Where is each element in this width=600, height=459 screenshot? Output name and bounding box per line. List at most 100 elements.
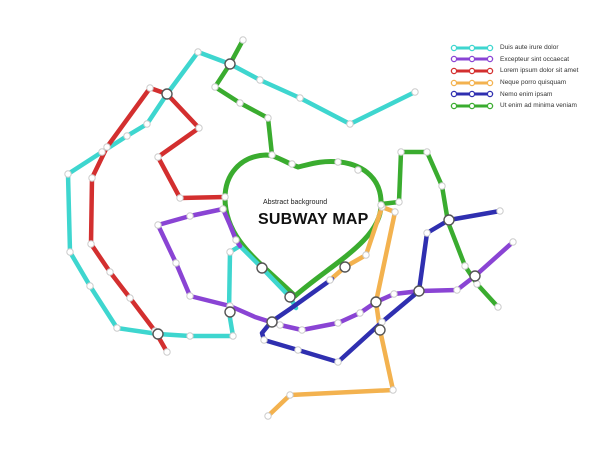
- interchange-station: [161, 88, 173, 100]
- station: [377, 201, 385, 209]
- metro-line-cyan: [65, 49, 418, 339]
- interchange-station: [469, 270, 481, 282]
- station: [334, 158, 342, 166]
- station: [397, 148, 405, 156]
- interchange-station: [284, 291, 296, 303]
- legend-swatch: [450, 67, 494, 75]
- station: [113, 324, 121, 332]
- station: [298, 326, 306, 334]
- station: [438, 182, 446, 190]
- station: [378, 318, 386, 326]
- station: [423, 148, 431, 156]
- station: [356, 309, 364, 317]
- legend-label: Neque porro quisquam: [500, 79, 567, 87]
- interchange-station: [443, 214, 455, 226]
- interchange-station: [266, 316, 278, 328]
- legend-label: Duis aute irure dolor: [500, 44, 559, 52]
- station: [391, 208, 399, 216]
- station: [86, 282, 94, 290]
- station: [126, 294, 134, 302]
- station: [186, 212, 194, 220]
- station: [194, 48, 202, 56]
- station: [362, 251, 370, 259]
- station: [326, 276, 334, 284]
- station: [146, 84, 154, 92]
- station: [264, 114, 272, 122]
- legend-item: Nemo enim ipsam: [450, 88, 578, 100]
- station: [163, 348, 171, 356]
- interchange-station: [339, 261, 351, 273]
- station: [221, 193, 229, 201]
- station: [390, 290, 398, 298]
- station: [154, 153, 162, 161]
- station: [411, 88, 419, 96]
- station: [103, 143, 111, 151]
- station: [239, 36, 247, 44]
- station: [264, 412, 272, 420]
- legend-label: Lorem ipsum dolor sit amet: [500, 67, 579, 75]
- legend-item: Duis aute irure dolor: [450, 42, 578, 54]
- station: [123, 132, 131, 140]
- station: [66, 248, 74, 256]
- legend-swatch: [450, 102, 494, 110]
- station: [98, 148, 106, 156]
- station: [106, 268, 114, 276]
- station: [186, 292, 194, 300]
- station: [176, 194, 184, 202]
- legend-label: Ut enim ad minima veniam: [500, 102, 577, 110]
- station: [395, 198, 403, 206]
- station: [172, 259, 180, 267]
- map-title: SUBWAY MAP: [258, 211, 369, 228]
- station: [509, 238, 517, 246]
- interchange-station: [374, 324, 386, 336]
- station: [256, 76, 264, 84]
- legend-swatch: [450, 90, 494, 98]
- legend-item: Neque porro quisquam: [450, 77, 578, 89]
- metro-line-red: [88, 85, 228, 355]
- station: [334, 319, 342, 327]
- station: [219, 205, 227, 213]
- legend-item: Ut enim ad minima veniam: [450, 100, 578, 112]
- station: [232, 236, 240, 244]
- legend-item: Lorem ipsum dolor sit amet: [450, 65, 578, 77]
- station: [236, 99, 244, 107]
- station: [154, 221, 162, 229]
- station: [473, 280, 481, 288]
- interchange-station: [224, 58, 236, 70]
- metro-stations: [64, 36, 517, 420]
- station: [226, 248, 234, 256]
- interchange-station: [413, 285, 425, 297]
- station: [453, 286, 461, 294]
- legend-swatch: [450, 79, 494, 86]
- station: [494, 303, 502, 311]
- station: [354, 166, 362, 174]
- map-subtitle: Abstract background: [263, 199, 328, 206]
- legend: Duis aute irure dolor Excepteur sint occ…: [450, 42, 578, 112]
- station: [211, 83, 219, 91]
- legend-item: Excepteur sint occaecat: [450, 54, 578, 66]
- station: [195, 124, 203, 132]
- station: [296, 94, 304, 102]
- interchange-station: [256, 262, 268, 274]
- station: [286, 391, 294, 399]
- station: [88, 174, 96, 182]
- station: [496, 207, 504, 215]
- station: [260, 336, 268, 344]
- station: [229, 332, 237, 340]
- station: [423, 229, 431, 237]
- station: [288, 160, 296, 168]
- station: [334, 358, 342, 366]
- legend-label: Nemo enim ipsam: [500, 90, 553, 98]
- metro-line-green-top: [212, 37, 275, 158]
- station: [64, 170, 72, 178]
- legend-swatch: [450, 44, 494, 52]
- metro-line-orange: [265, 204, 398, 419]
- station: [389, 386, 397, 394]
- interchange-station: [370, 296, 382, 308]
- station: [268, 151, 276, 159]
- interchange-station: [224, 306, 236, 318]
- station: [461, 262, 469, 270]
- station: [87, 240, 95, 248]
- station: [294, 346, 302, 354]
